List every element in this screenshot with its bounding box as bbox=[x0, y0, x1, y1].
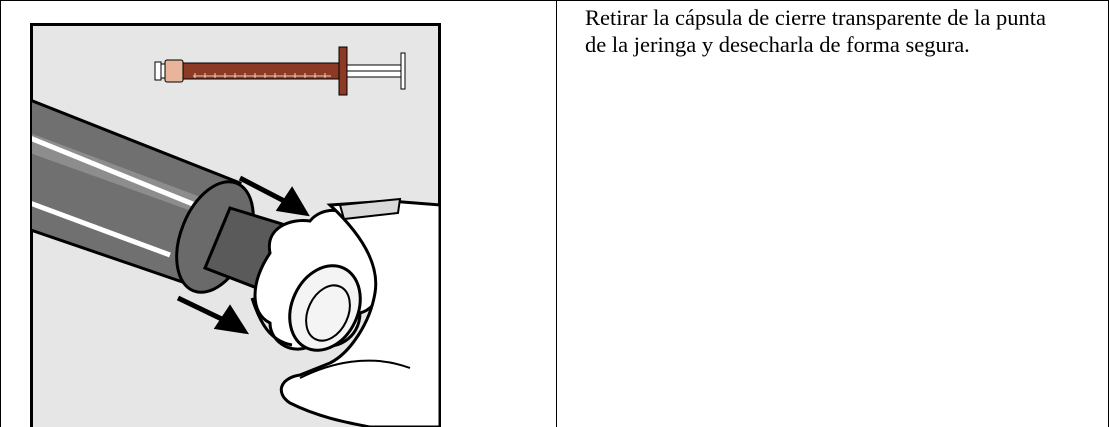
table-top-border bbox=[0, 0, 1109, 1]
syringe-thumbnail-icon bbox=[154, 46, 406, 96]
hand-icon bbox=[279, 197, 439, 427]
table-column-divider bbox=[556, 0, 557, 427]
table-left-border bbox=[0, 0, 1, 427]
arrow-right-lower-icon bbox=[176, 295, 250, 335]
syringe-cap-icon bbox=[250, 208, 384, 352]
instruction-text: Retirar la cápsula de cierre transparent… bbox=[585, 5, 1047, 57]
syringe-cap-illustration bbox=[30, 23, 441, 427]
arrow-right-upper-icon bbox=[238, 175, 310, 217]
syringe-barrel-icon bbox=[32, 99, 297, 295]
